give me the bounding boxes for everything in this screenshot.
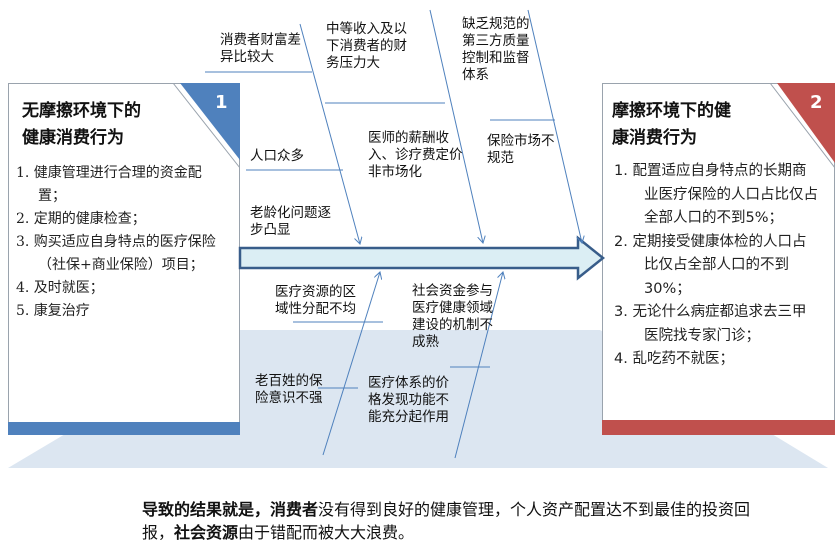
list-item: 2. 定期接受健康体检的人口占比仅占全部人口的不到30%； xyxy=(614,233,807,297)
list-item: 2. 定期的健康检查； xyxy=(16,211,146,227)
list-item: 4. 及时就医； xyxy=(16,280,104,296)
cause-wealth-gap: 消费者财富差异比较大 xyxy=(220,32,301,65)
left-box-list: 1. 健康管理进行合理的资金配置； 2. 定期的健康检查； 3. 购买适应自身特… xyxy=(16,162,226,323)
right-box-title: 摩擦环境下的健 康消费行为 xyxy=(612,98,731,152)
bone-upper-1 xyxy=(299,23,360,244)
cause-doctor-pay: 医师的薪酬收入、诊疗费定价非市场化 xyxy=(368,130,463,180)
list-item: 3. 无论什么病症都追求去三甲医院找专家门诊； xyxy=(614,304,807,344)
cause-aging: 老龄化问题逐步凸显 xyxy=(250,205,331,238)
list-item: 4. 乱吃药不就医； xyxy=(614,351,734,367)
spine-arrow xyxy=(238,235,606,281)
conclusion-text: 导致的结果就是，消费者没有得到良好的健康管理，个人资产配置达不到最佳的投资回报，… xyxy=(142,498,762,544)
title-line: 康消费行为 xyxy=(612,128,697,148)
conclusion-lead: 导致的结果就是， xyxy=(142,500,271,519)
right-box-decor xyxy=(602,83,835,435)
title-line: 无摩擦环境下的 xyxy=(22,101,141,121)
conclusion-consumer: 消费者 xyxy=(270,500,319,519)
list-item: 3. 购买适应自身特点的医疗保险（社保+商业保险）项目； xyxy=(16,234,216,273)
conclusion-social-resources: 社会资源 xyxy=(174,523,239,542)
conclusion-body: 没有得到良好的健康管理，个人资产配置达不到最佳的投资回报， xyxy=(142,500,751,542)
list-item: 1. 健康管理进行合理的资金配置； xyxy=(16,165,202,204)
left-box-title: 无摩擦环境下的 健康消费行为 xyxy=(22,98,141,152)
cause-insurance-market: 保险市场不规范 xyxy=(487,133,555,166)
cause-financial-pressure: 中等收入及以下消费者的财务压力大 xyxy=(326,21,407,71)
list-item: 1. 配置适应自身特点的长期商业医疗保险的人口占比仅占全部人口的不到5%； xyxy=(614,163,818,226)
cause-insurance-awareness: 老百姓的保险意识不强 xyxy=(255,373,323,406)
conclusion-end: 由于错配而被大大浪费。 xyxy=(238,523,415,542)
cause-resource-distribution: 医疗资源的区域性分配不均 xyxy=(275,284,356,317)
bone-lower-2 xyxy=(454,272,503,459)
left-box-decor xyxy=(8,83,240,435)
bone-upper-2 xyxy=(429,9,483,243)
list-item: 5. 康复治疗 xyxy=(16,303,90,319)
cause-population: 人口众多 xyxy=(250,148,304,164)
left-box-number: 1 xyxy=(215,92,228,113)
cause-social-capital: 社会资金参与医疗健康领域建设的机制不成熟 xyxy=(412,283,493,350)
right-box-number: 2 xyxy=(810,92,823,113)
right-box-list: 1. 配置适应自身特点的长期商业医疗保险的人口占比仅占全部人口的不到5%； 2.… xyxy=(614,160,819,372)
title-line: 摩擦环境下的健 xyxy=(612,101,731,121)
bone-upper-3 xyxy=(527,9,582,243)
bone-lower-1 xyxy=(322,272,380,456)
title-line: 健康消费行为 xyxy=(22,128,124,148)
cause-quality-control: 缺乏规范的第三方质量控制和监督体系 xyxy=(462,16,530,83)
cause-price-discovery: 医疗体系的价格发现功能不能充分起作用 xyxy=(368,375,449,425)
